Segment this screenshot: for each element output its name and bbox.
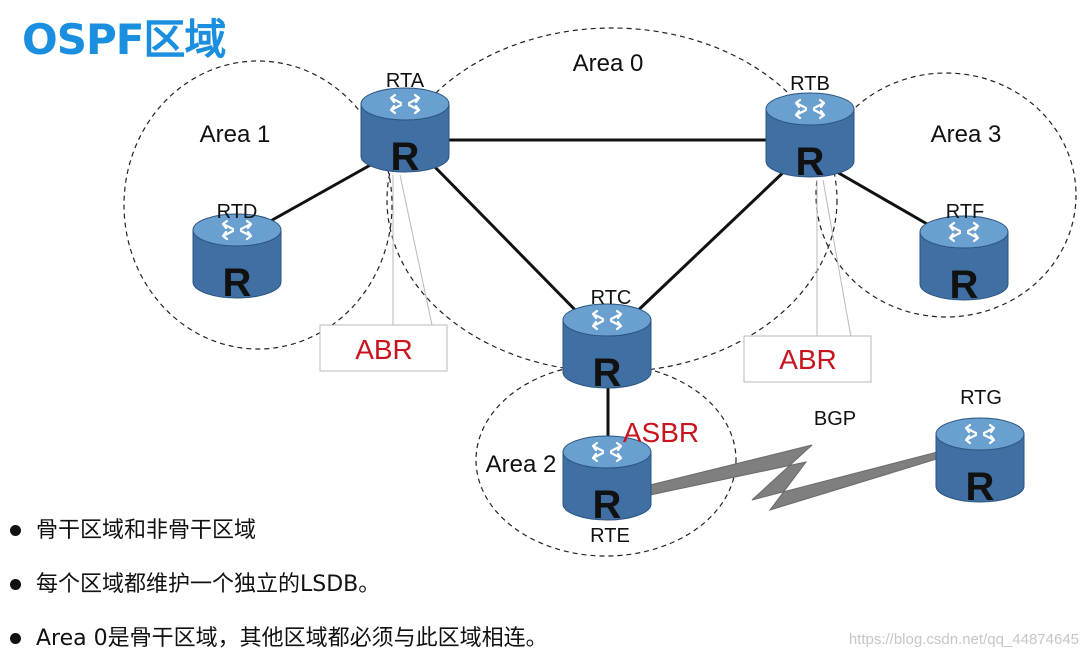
router-label-rta: RTA xyxy=(386,70,425,92)
area-label-0: Area 0 xyxy=(573,50,644,77)
router-rtd: R xyxy=(191,212,283,305)
bullet-item: Area 0是骨干区域，其他区域都必须与此区域相连。 xyxy=(8,618,548,672)
router-glyph: R xyxy=(593,351,622,395)
area-1-boundary xyxy=(123,60,393,350)
router-glyph: R xyxy=(796,140,825,184)
router-label-rtb: RTB xyxy=(790,73,830,95)
link-rtb-rtf xyxy=(828,166,936,230)
area-label-1: Area 1 xyxy=(200,121,271,148)
area-3-boundary xyxy=(815,72,1077,318)
ospf-area-diagram: R R R R R R R RTA RTB RTC RTD RTE RTF RT… xyxy=(123,27,1077,557)
area-label-3: Area 3 xyxy=(931,121,1002,148)
router-label-rtf: RTF xyxy=(946,201,985,223)
router-rte: R xyxy=(561,434,653,527)
bullet-item: 每个区域都维护一个独立的LSDB。 xyxy=(8,564,548,618)
router-rtg: R xyxy=(934,416,1026,509)
bullet-text: 每个区域都维护一个独立的LSDB。 xyxy=(36,572,381,597)
abr-label-right: ABR xyxy=(779,344,837,375)
page-title: OSPF区域 xyxy=(22,15,226,64)
router-glyph: R xyxy=(966,465,995,509)
router-rtb: R xyxy=(764,91,856,184)
bgp-link-bolt xyxy=(649,444,947,511)
area-label-2: Area 2 xyxy=(486,451,557,478)
bullet-text: Area 0是骨干区域，其他区域都必须与此区域相连。 xyxy=(36,626,548,651)
router-label-rtc: RTC xyxy=(591,287,632,309)
asbr-label: ASBR xyxy=(623,417,699,448)
abr-left-callout xyxy=(319,324,448,372)
watermark: https://blog.csdn.net/qq_44874645 xyxy=(848,631,1079,648)
bullet-dot-icon xyxy=(10,579,21,590)
bullet-text: 骨干区域和非骨干区域 xyxy=(36,518,257,543)
router-label-rtg: RTG xyxy=(960,387,1002,409)
abr-right-callout xyxy=(743,335,872,383)
bgp-label: BGP xyxy=(814,408,856,430)
router-rtf: R xyxy=(918,214,1010,307)
router-glyph: R xyxy=(950,263,979,307)
bullet-list: 骨干区域和非骨干区域 每个区域都维护一个独立的LSDB。 Area 0是骨干区域… xyxy=(8,510,548,672)
bullet-item: 骨干区域和非骨干区域 xyxy=(8,510,548,564)
abr-label-left: ABR xyxy=(355,334,413,365)
router-label-rtd: RTD xyxy=(217,201,258,223)
link-rtb-rtc xyxy=(628,164,792,320)
bullet-dot-icon xyxy=(10,525,21,536)
router-rta: R xyxy=(359,86,451,179)
router-glyph: R xyxy=(223,261,252,305)
router-label-rte: RTE xyxy=(590,525,630,547)
router-rtc: R xyxy=(561,302,653,395)
link-rta-rtd xyxy=(256,161,376,230)
area-0-boundary xyxy=(386,27,838,373)
router-glyph: R xyxy=(391,135,420,179)
link-rta-rtc xyxy=(428,160,587,322)
bullet-dot-icon xyxy=(10,633,21,644)
router-glyph: R xyxy=(593,483,622,527)
